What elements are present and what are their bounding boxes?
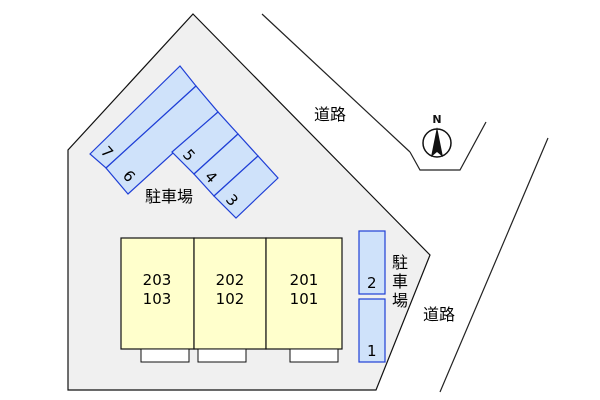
parking-space-1 <box>358 298 386 363</box>
unit-203-label: 203 <box>143 271 172 289</box>
compass-north-label: N <box>432 113 441 126</box>
parking-area-right-label-1: 駐 <box>392 253 408 272</box>
entrance-step-2 <box>197 348 247 363</box>
compass: N <box>422 113 452 158</box>
road-label-right: 道路 <box>423 305 455 324</box>
unit-201-101 <box>265 237 343 350</box>
unit-103-label: 103 <box>143 290 172 308</box>
road-label-top: 道路 <box>314 105 346 124</box>
parking-space-2-label: 2 <box>367 274 377 292</box>
parking-area-upper: 7 6 5 4 3 駐車場 <box>89 65 279 219</box>
road-edge-right-outer <box>439 137 549 393</box>
entrance-step-3 <box>289 348 339 363</box>
unit-202-102 <box>193 237 267 350</box>
unit-202-label: 202 <box>216 271 245 289</box>
unit-101-label: 101 <box>290 290 319 308</box>
road-edge-right-inner <box>410 148 520 392</box>
building: 203 103 202 102 201 101 <box>120 237 343 363</box>
unit-201-label: 201 <box>290 271 319 289</box>
parking-space-2 <box>358 230 386 295</box>
entrance-step-1 <box>140 348 190 363</box>
road-edge-corner <box>409 121 487 171</box>
compass-needle-icon <box>431 127 443 157</box>
road-edge-top-outer <box>261 13 411 153</box>
parking-area-right-label-2: 車 <box>392 272 408 291</box>
unit-203-103 <box>120 237 195 350</box>
parking-area-right: 2 1 駐 車 場 <box>358 230 408 363</box>
unit-102-label: 102 <box>216 290 245 308</box>
parking-area-right-label-3: 場 <box>392 291 408 310</box>
parking-area-upper-label: 駐車場 <box>145 187 193 206</box>
parking-space-1-label: 1 <box>367 342 377 360</box>
parking-space-3 <box>213 155 279 219</box>
